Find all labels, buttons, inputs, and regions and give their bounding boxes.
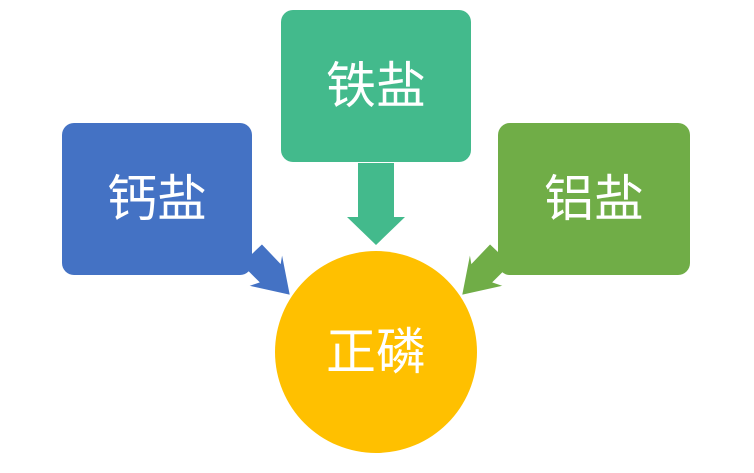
node-calcium: 钙盐 xyxy=(62,123,252,275)
node-aluminum: 铝盐 xyxy=(498,123,690,275)
node-iron: 铁盐 xyxy=(281,10,471,162)
node-orthophosphate-label: 正磷 xyxy=(326,323,426,381)
node-calcium-label: 钙盐 xyxy=(107,170,207,228)
node-orthophosphate: 正磷 xyxy=(275,251,477,453)
arrow-iron-to-orthophosphate xyxy=(347,163,405,245)
node-iron-label: 铁盐 xyxy=(326,57,426,115)
node-aluminum-label: 铝盐 xyxy=(544,170,644,228)
